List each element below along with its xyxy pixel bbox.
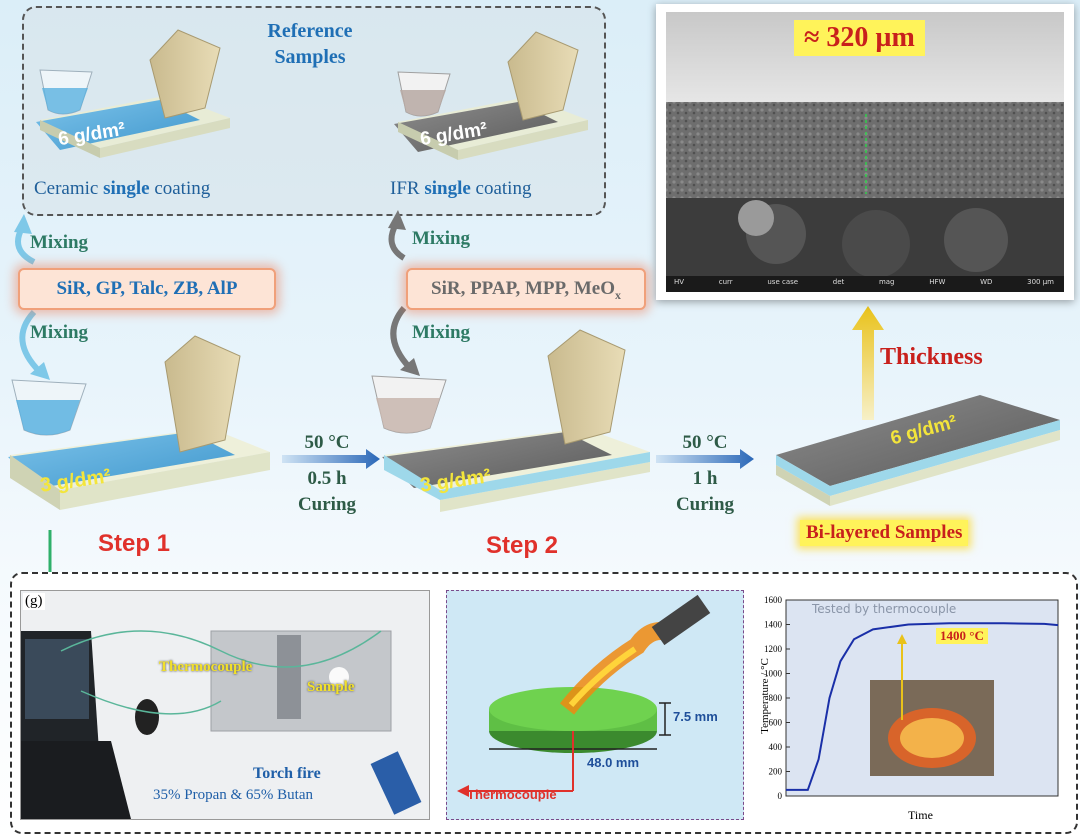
chart-ylabel: Temperature / °C xyxy=(759,658,771,734)
ifr-caption-pre: IFR xyxy=(390,178,425,199)
ifr-caption: IFR single coating xyxy=(390,178,531,200)
ifr-caption-bold: single xyxy=(424,178,471,199)
ceramic-caption-pre: Ceramic xyxy=(34,178,104,199)
disk-thickness-label: 7.5 mm xyxy=(673,709,718,724)
step2-mixing-top: Mixing xyxy=(412,228,471,249)
sem-footer-item: HFW xyxy=(929,278,946,286)
step1-conditions: 50 °C 0.5 h Curing xyxy=(282,430,372,518)
step2-conditions: 50 °C 1 h Curing xyxy=(660,430,750,518)
ceramic-caption-post: coating xyxy=(149,178,211,199)
setup-photo xyxy=(21,591,429,819)
temperature-series-line xyxy=(786,622,1059,791)
curing-arrow-1 xyxy=(282,449,380,469)
photo-sample-label: Sample xyxy=(307,679,355,695)
step2-composition-sub: x xyxy=(615,287,621,302)
y-tick-label: 400 xyxy=(769,742,783,752)
step2-label: Step 2 xyxy=(486,532,559,559)
chart-annotation: 1400 °C xyxy=(936,628,988,644)
chart-title: Tested by thermocouple xyxy=(812,602,957,616)
step2-mixing-bottom: Mixing xyxy=(412,322,471,343)
step1-mixing-bottom: Mixing xyxy=(30,322,89,343)
mixing-arrow-2b xyxy=(390,306,413,371)
reference-samples-title: Reference Samples xyxy=(230,18,390,70)
reference-title-line1: Reference xyxy=(267,20,353,42)
step2-time: 1 h xyxy=(692,468,718,489)
y-tick-label: 1400 xyxy=(764,620,783,630)
setup-photo-panel: (g) Thermocouple Sample Torch fire 35% P… xyxy=(20,590,430,820)
bilayer-plate xyxy=(776,395,1060,506)
temperature-chart-panel: 0 200 400 600 800 1000 1200 1400 1600 Tested by … xyxy=(754,590,1068,824)
sem-footer-item: det xyxy=(832,278,845,286)
photo-gas-label: 35% Propan & 65% Butan xyxy=(153,787,313,803)
ceramic-caption-bold: single xyxy=(103,178,150,199)
step1-temp: 50 °C xyxy=(304,432,350,453)
step2-composition-main: SiR, PPAP, MPP, MeO xyxy=(431,278,615,299)
step2-plate xyxy=(371,329,650,512)
sem-footer-item: 300 µm xyxy=(1027,278,1054,286)
ifr-caption-post: coating xyxy=(470,178,532,199)
temperature-chart: 0 200 400 600 800 1000 1200 1400 1600 xyxy=(764,595,1059,801)
reference-title-line2: Samples xyxy=(274,46,346,68)
step1-mixing-top: Mixing xyxy=(30,232,89,253)
disk-diameter-label: 48.0 mm xyxy=(587,755,640,770)
y-tick-label: 200 xyxy=(769,767,783,777)
y-tick-label: 1000 xyxy=(764,669,783,679)
step1-time: 0.5 h xyxy=(307,468,347,489)
sem-image xyxy=(666,12,1064,292)
disk-thermocouple-label: Thermocouple xyxy=(467,787,557,802)
thickness-label: Thickness xyxy=(880,344,983,370)
y-tick-label: 800 xyxy=(769,693,783,703)
sem-footer-item: HV xyxy=(674,278,685,286)
sem-footer: HV curr use case det mag HFW WD 300 µm xyxy=(674,278,1054,286)
step2-composition: SiR, PPAP, MPP, MeOx xyxy=(406,268,646,310)
sem-footer-item: use case xyxy=(767,278,799,286)
photo-thermocouple-label: Thermocouple xyxy=(159,659,253,675)
ifr-reference-plate xyxy=(394,31,588,160)
step1-plate xyxy=(8,335,270,510)
y-tick-label: 600 xyxy=(769,718,783,728)
step2-process: Curing xyxy=(675,494,735,515)
step2-temp: 50 °C xyxy=(682,432,728,453)
sem-footer-item: curr xyxy=(718,278,733,286)
sem-thickness-label: ≈ 320 µm xyxy=(794,20,925,56)
y-tick-label: 1200 xyxy=(764,644,783,654)
y-tick-label: 1600 xyxy=(764,595,783,605)
disk-schematic xyxy=(457,594,711,797)
ceramic-caption: Ceramic single coating xyxy=(34,178,210,200)
mixing-arrow-1b xyxy=(19,309,43,375)
step1-process: Curing xyxy=(297,494,357,515)
step1-composition: SiR, GP, Talc, ZB, AlP xyxy=(18,268,276,310)
step1-label: Step 1 xyxy=(98,530,171,557)
bilayer-label: Bi-layered Samples xyxy=(800,520,969,546)
y-tick-label: 0 xyxy=(778,791,783,801)
ceramic-reference-plate xyxy=(36,29,230,158)
curing-arrow-2 xyxy=(656,449,754,469)
sem-footer-item: mag xyxy=(878,278,895,286)
photo-torch-label: Torch fire xyxy=(253,765,321,782)
thickness-arrow xyxy=(852,306,884,420)
disk-schematic-panel: 7.5 mm 48.0 mm Thermocouple xyxy=(446,590,744,820)
sem-footer-item: WD xyxy=(980,278,993,286)
sem-image-frame: ≈ 320 µm HV curr use case det mag HFW WD… xyxy=(656,4,1074,300)
process-illustration xyxy=(8,29,1060,572)
chart-xlabel: Time xyxy=(908,808,933,822)
panel-g-label: (g) xyxy=(23,593,45,610)
